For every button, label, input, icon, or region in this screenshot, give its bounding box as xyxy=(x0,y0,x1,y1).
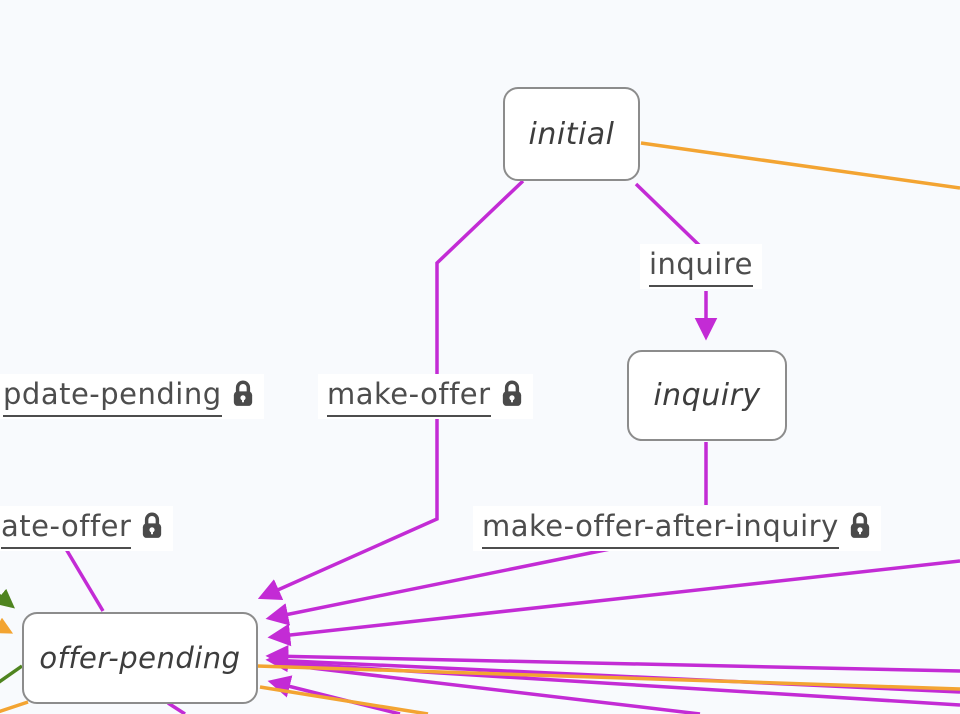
transition-label-inquire[interactable]: inquire xyxy=(640,244,762,289)
transition-label-make-offer-after-inquiry[interactable]: make-offer-after-inquiry xyxy=(473,506,881,551)
state-node-label: inquiry xyxy=(653,378,761,413)
state-node-label: offer-pending xyxy=(39,641,241,675)
transition-label-text: inquire xyxy=(649,247,753,287)
edge-update-offer xyxy=(64,548,105,612)
transition-label-update-pending[interactable]: pdate-pending xyxy=(0,374,264,419)
lock-icon xyxy=(502,380,521,406)
primary-edges xyxy=(64,179,960,714)
edge-from-bottom-right-1 xyxy=(277,662,701,714)
edge-make-offer-after-inquiry-lower xyxy=(265,547,611,626)
secondary-edges xyxy=(0,141,960,714)
transition-label-make-offer[interactable]: make-offer xyxy=(318,374,533,419)
edge-green-to-left xyxy=(0,664,24,684)
state-node-offer-pending[interactable]: offer-pending xyxy=(22,612,258,704)
edge-orange-to-bottom-right xyxy=(259,685,429,714)
state-node-label: initial xyxy=(528,116,615,152)
transition-label-update-offer[interactable]: ate-offer xyxy=(0,506,174,551)
edge-to-bottom xyxy=(167,701,186,714)
edge-inquire-upper xyxy=(634,182,702,248)
edge-orange-from-left xyxy=(0,617,14,634)
state-node-inquiry[interactable]: inquiry xyxy=(627,350,787,441)
lock-icon xyxy=(233,380,252,406)
transition-label-text: ate-offer xyxy=(1,509,132,549)
edge-from-right-1 xyxy=(267,559,960,647)
transition-label-text: make-offer xyxy=(327,377,491,417)
tertiary-edges xyxy=(0,588,24,684)
edge-initial-to-right xyxy=(640,141,960,190)
lock-icon xyxy=(143,512,162,538)
state-node-initial[interactable]: initial xyxy=(503,87,640,181)
edge-orange-to-right xyxy=(256,664,960,691)
lock-icon xyxy=(850,512,869,538)
transition-label-text: make-offer-after-inquiry xyxy=(482,509,839,549)
transition-label-text: pdate-pending xyxy=(3,377,222,417)
edge-green-from-left xyxy=(0,588,15,609)
edge-from-right-2 xyxy=(265,645,960,673)
edge-orange-to-bottom-left xyxy=(0,700,29,714)
